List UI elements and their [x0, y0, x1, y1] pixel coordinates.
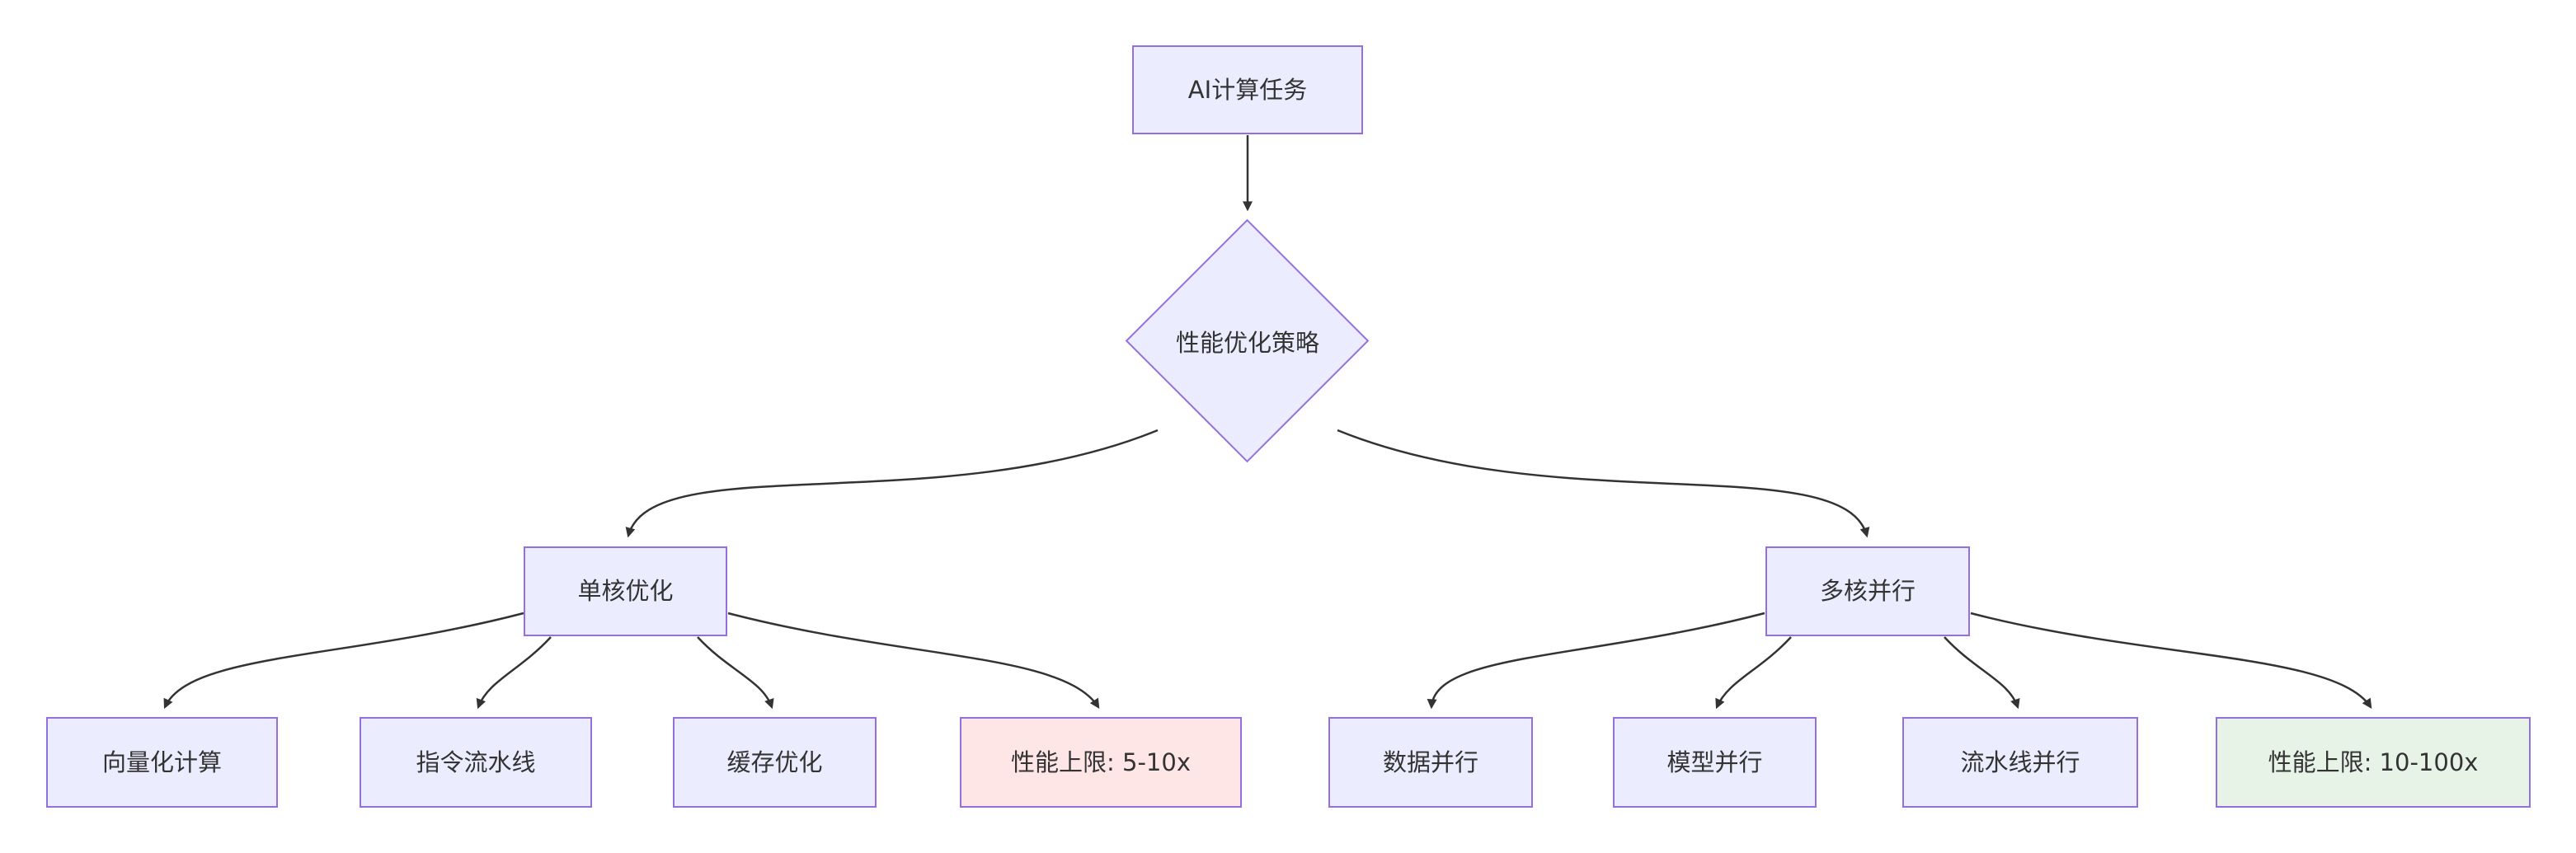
edge-strategy-to-multi: [1337, 429, 1870, 538]
node-ai-compute-task: AI计算任务: [1132, 45, 1363, 134]
node-single-core-limit: 性能上限: 5-10x: [960, 717, 1242, 808]
node-cache-opt-label: 缓存优化: [726, 748, 823, 776]
node-single-core-opt-label: 单核优化: [577, 577, 674, 606]
node-data-parallel: 数据并行: [1328, 717, 1533, 808]
node-multi-core-limit-label: 性能上限: 10-100x: [2268, 748, 2479, 776]
edge-multi-to-model-parallel: [1715, 636, 1792, 710]
node-pipeline-parallel-label: 流水线并行: [1960, 748, 2080, 776]
edge-single-to-vectorize: [163, 612, 524, 710]
node-multi-core-parallel: 多核并行: [1765, 546, 1970, 636]
node-instruction-pipeline-label: 指令流水线: [416, 748, 536, 776]
node-model-parallel: 模型并行: [1613, 717, 1817, 808]
edge-multi-to-pipeline-parallel: [1944, 636, 2020, 710]
node-single-core-opt: 单核优化: [524, 546, 727, 636]
node-multi-core-parallel-label: 多核并行: [1819, 577, 1916, 606]
node-data-parallel-label: 数据并行: [1382, 748, 1478, 776]
node-single-core-limit-label: 性能上限: 5-10x: [1011, 748, 1191, 776]
node-pipeline-parallel: 流水线并行: [1902, 717, 2138, 808]
edge-single-to-instr-pipeline: [476, 636, 552, 710]
edge-multi-to-limit-multi: [1970, 612, 2372, 710]
edge-strategy-to-single: [625, 429, 1159, 538]
node-vectorized-compute-label: 向量化计算: [101, 748, 222, 776]
node-instruction-pipeline: 指令流水线: [360, 717, 592, 808]
node-cache-opt: 缓存优化: [673, 717, 877, 808]
node-multi-core-limit: 性能上限: 10-100x: [2216, 717, 2531, 808]
node-perf-strategy-decision: [1125, 218, 1370, 463]
node-vectorized-compute: 向量化计算: [46, 717, 278, 808]
node-model-parallel-label: 模型并行: [1666, 748, 1763, 776]
node-ai-compute-task-label: AI计算任务: [1187, 75, 1308, 104]
edge-multi-to-data-parallel: [1427, 612, 1765, 710]
edge-single-to-cache: [697, 636, 774, 710]
edge-single-to-limit-single: [727, 612, 1100, 710]
